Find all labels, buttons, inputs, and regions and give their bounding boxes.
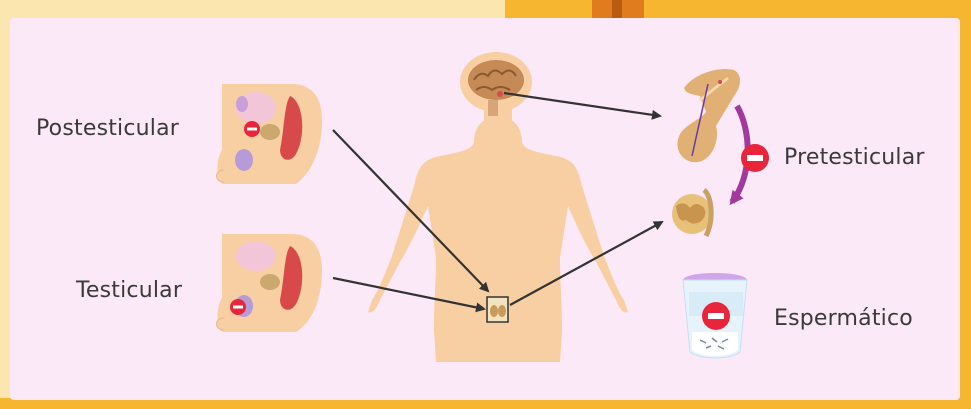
label-espermatico: Espermático (774, 306, 913, 331)
brain-icon (460, 52, 532, 116)
postesticular-anatomy-icon (217, 84, 323, 184)
testicular-anatomy-icon (217, 234, 323, 332)
block-sign-icon-espermatico (702, 302, 730, 330)
block-sign-icon-pretesticular (741, 144, 769, 172)
label-testicular: Testicular (76, 278, 182, 303)
human-body-figure (368, 104, 628, 362)
pituitary-anatomy-icon (677, 69, 740, 162)
testis-anatomy-icon (672, 190, 712, 236)
arrow-brain-to-pituitary (504, 93, 660, 116)
block-sign-icon-testicular (230, 299, 246, 315)
block-sign-icon-postesticular (244, 121, 260, 137)
gonad-target-box (487, 297, 508, 322)
label-postesticular: Postesticular (36, 116, 179, 141)
label-pretesticular: Pretesticular (784, 145, 925, 170)
